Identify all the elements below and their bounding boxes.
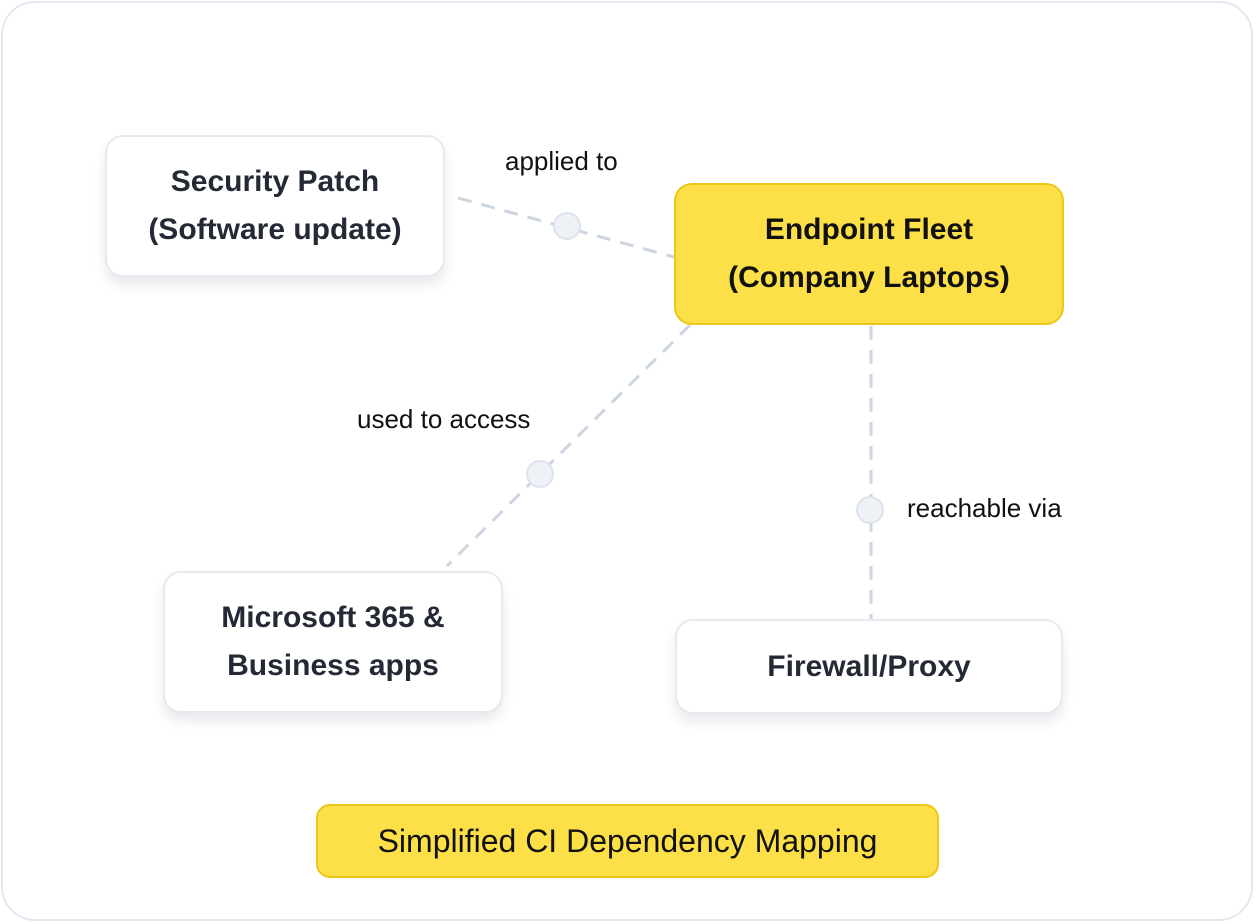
edge-applied-to-dot [553, 212, 581, 240]
node-endpoint-fleet[interactable]: Endpoint Fleet (Company Laptops) [674, 183, 1064, 325]
node-endpoint-fleet-line1: Endpoint Fleet [764, 213, 974, 246]
edge-label-applied-to: applied to [505, 146, 618, 176]
node-endpoint-fleet-line2: (Company Laptops) [728, 261, 1010, 294]
node-security-patch-line1: Security Patch [170, 165, 380, 198]
edge-used-to-access-line [445, 323, 692, 568]
node-m365-line2: Business apps [227, 649, 439, 682]
node-security-patch-line2: (Software update) [148, 213, 402, 246]
edge-label-used-to-access: used to access [357, 404, 531, 434]
node-m365-line1: Microsoft 365 & [221, 601, 445, 634]
edge-label-reachable-via: reachable via [907, 493, 1062, 523]
diagram-title: Simplified CI Dependency Mapping [316, 804, 939, 878]
edge-applied-to-line [457, 196, 675, 259]
edge-used-to-access-dot [526, 460, 554, 488]
edge-reachable-via-dot [856, 496, 884, 524]
node-security-patch[interactable]: Security Patch (Software update) [105, 135, 445, 277]
node-firewall-line1: Firewall/Proxy [767, 649, 971, 683]
node-firewall[interactable]: Firewall/Proxy [675, 619, 1063, 714]
node-m365[interactable]: Microsoft 365 & Business apps [163, 571, 503, 713]
